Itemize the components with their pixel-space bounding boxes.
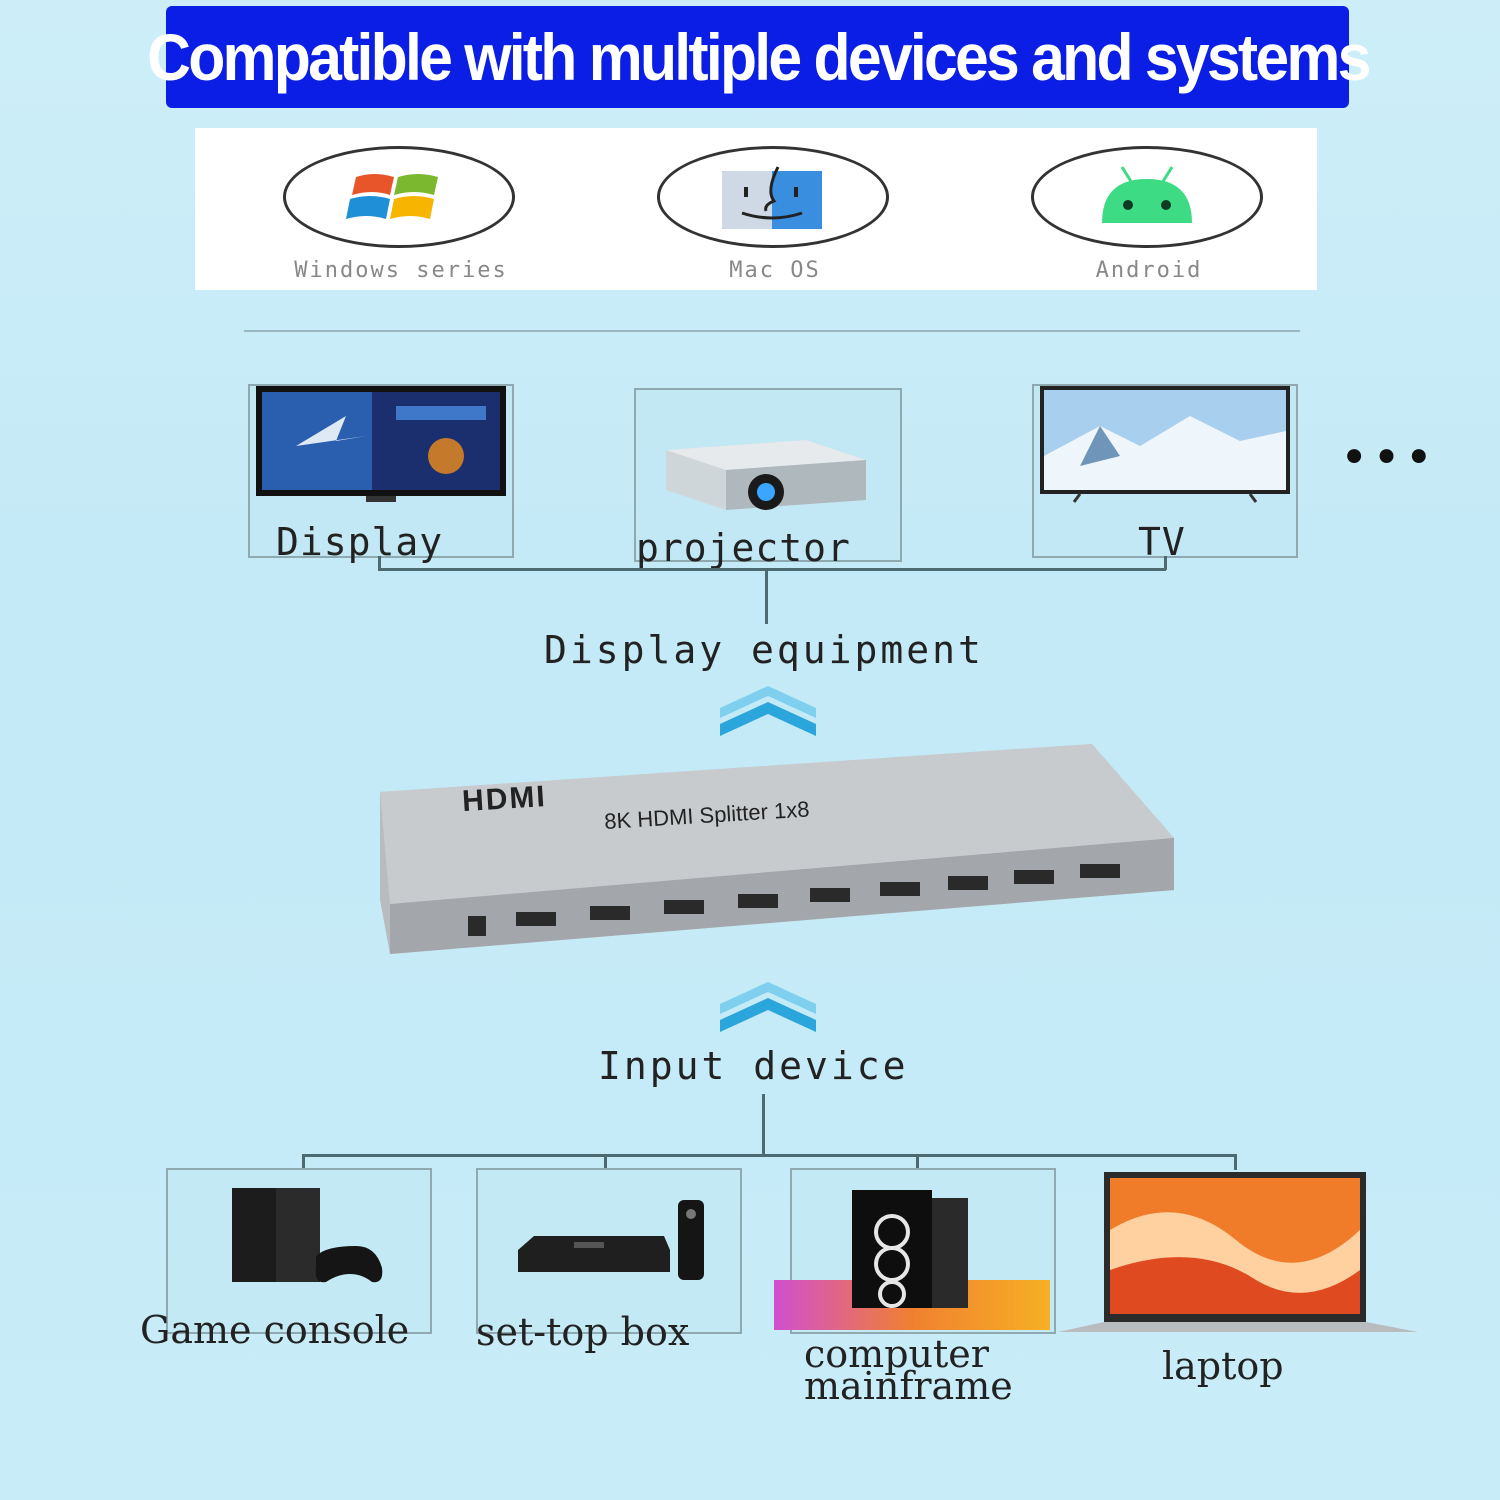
- input-device-label: Input device: [598, 1044, 909, 1088]
- windows-logo-icon: [283, 146, 515, 248]
- input-label-computer: computer mainframe: [804, 1332, 1013, 1408]
- output-label-projector: projector: [636, 526, 851, 570]
- os-label-mac: Mac OS: [729, 258, 821, 283]
- input-connector-tick: [604, 1154, 607, 1170]
- desktop-tower-icon: [852, 1190, 968, 1308]
- input-label-set-top-box: set-top box: [476, 1310, 690, 1354]
- output-connector-bar: [378, 568, 1166, 571]
- more-devices-indicator: •••: [1340, 430, 1437, 486]
- set-top-box-icon: [518, 1200, 704, 1280]
- game-console-icon: [232, 1188, 383, 1283]
- input-card-game-console: Game console: [140, 1168, 432, 1352]
- input-card-set-top-box: set-top box: [476, 1168, 742, 1354]
- hdmi-splitter-device: [380, 744, 1174, 954]
- output-card-projector: projector: [634, 388, 902, 570]
- output-label-tv: TV: [1138, 520, 1186, 564]
- output-connector-stem: [765, 570, 768, 624]
- section-divider: [244, 330, 1300, 332]
- headline-text: Compatible with multiple devices and sys…: [146, 20, 1371, 94]
- projector-icon: [666, 440, 866, 510]
- mac-finder-icon: [657, 146, 889, 248]
- output-connector-tick: [378, 556, 381, 570]
- headline-banner: Compatible with multiple devices and sys…: [147, 6, 1371, 108]
- input-connector-tick: [916, 1154, 919, 1170]
- monitor-icon: [256, 386, 506, 502]
- os-panel: Windows series Mac OS An: [195, 128, 1317, 290]
- input-connector-bar: [302, 1154, 1236, 1157]
- os-label-android: Android: [1095, 258, 1203, 283]
- display-equipment-label: Display equipment: [544, 628, 984, 672]
- output-card-display: Display: [248, 384, 514, 564]
- up-arrow-icon: [720, 686, 816, 736]
- os-item-mac: Mac OS: [657, 146, 897, 290]
- input-label-laptop: laptop: [1162, 1344, 1284, 1388]
- input-card-computer: computer mainframe: [774, 1168, 1056, 1405]
- output-card-tv: TV: [1032, 384, 1298, 564]
- input-connector-stem: [762, 1094, 765, 1156]
- tv-icon: [1040, 386, 1290, 503]
- os-item-windows: Windows series: [283, 146, 523, 290]
- up-arrow-icon: [720, 982, 816, 1032]
- laptop-icon: [1058, 1172, 1418, 1332]
- os-label-windows: Windows series: [294, 258, 508, 283]
- output-label-display: Display: [276, 520, 444, 564]
- input-connector-tick: [302, 1154, 305, 1170]
- output-connector-tick: [1164, 556, 1167, 570]
- android-logo-icon: [1031, 146, 1263, 248]
- os-item-android: Android: [1031, 146, 1271, 290]
- input-label-game-console: Game console: [140, 1308, 410, 1352]
- input-connector-tick: [1234, 1154, 1237, 1170]
